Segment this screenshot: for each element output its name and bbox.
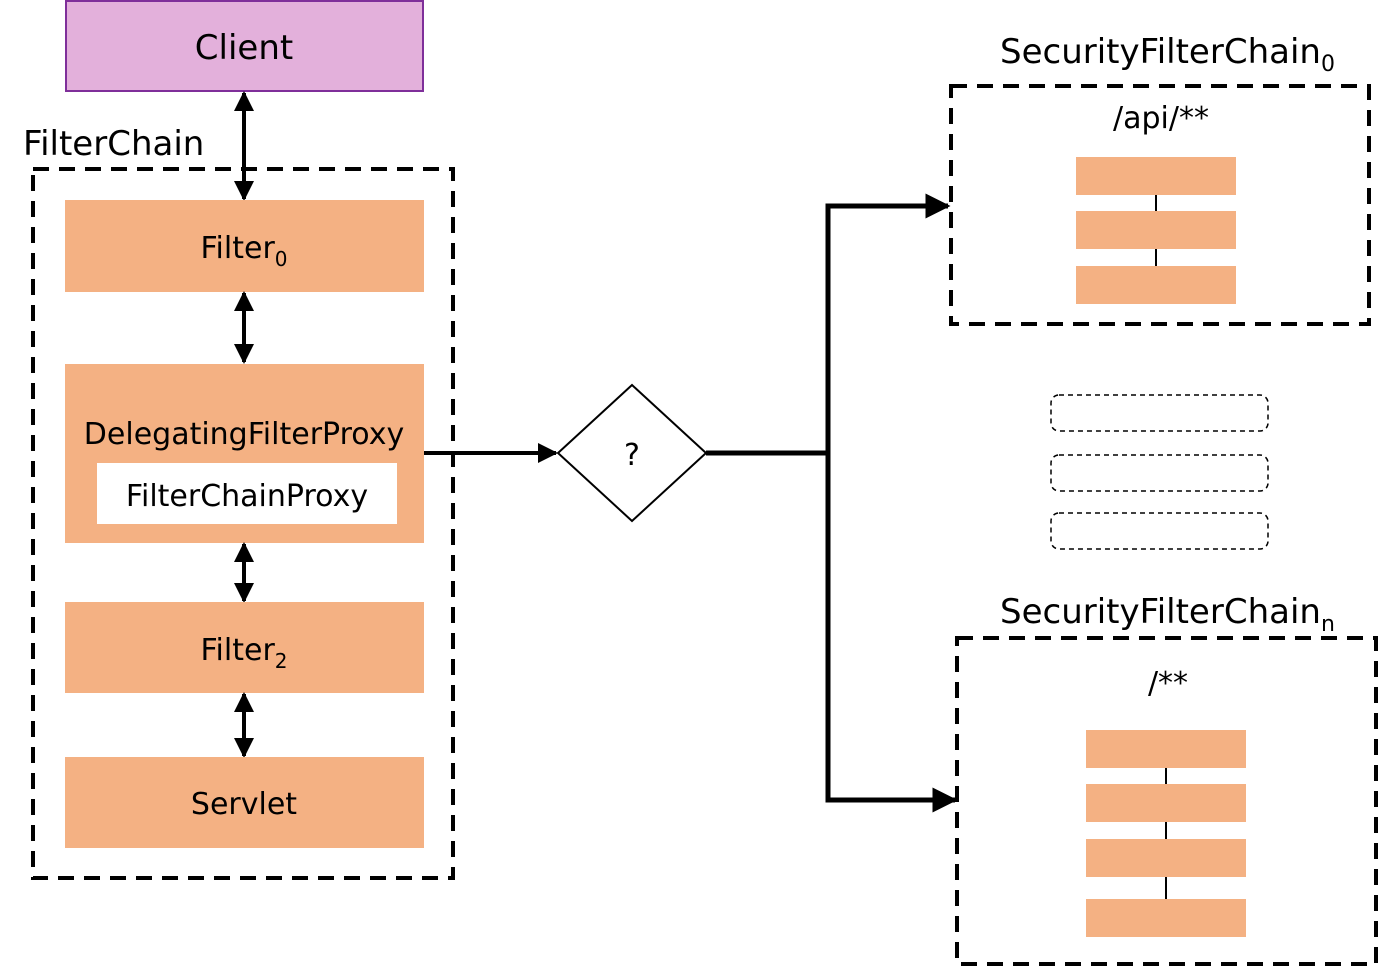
filter-2-label: Filter2	[200, 633, 287, 673]
placeholder-chain	[1050, 512, 1269, 550]
security-chain-0-container	[949, 84, 1371, 326]
security-chain-n-filter	[1086, 730, 1246, 768]
filter-chain-title: FilterChain	[23, 124, 204, 164]
client-box	[65, 0, 424, 92]
filter-0-box	[65, 200, 424, 292]
placeholder-chain	[1050, 454, 1269, 492]
security-chain-n-subscript: n	[1321, 612, 1335, 637]
branch-to-chain-n-arrow	[825, 453, 958, 813]
filter-chain-proxy-label: FilterChainProxy	[126, 479, 368, 514]
client-label: Client	[195, 28, 293, 68]
security-chain-n-filter	[1086, 784, 1246, 822]
filter-chain-container	[31, 167, 455, 880]
decision-label: ?	[624, 438, 640, 473]
security-chain-0-filter	[1076, 157, 1236, 195]
servlet-box	[65, 757, 424, 848]
security-chain-n-pattern: /**	[1148, 666, 1188, 701]
security-chain-0-pattern: /api/**	[1113, 101, 1209, 136]
security-chain-0-title: SecurityFilterChain0	[1000, 32, 1335, 77]
security-chain-n-container	[955, 636, 1378, 966]
delegating-filter-proxy-label: DelegatingFilterProxy	[84, 417, 404, 452]
branch-to-chain-0-arrow	[825, 193, 951, 453]
filter-2-box	[65, 602, 424, 693]
servlet-label: Servlet	[191, 787, 297, 822]
filter-2-subscript: 2	[275, 649, 288, 673]
security-chain-n-title: SecurityFilterChainn	[1000, 592, 1335, 637]
decision-diamond	[556, 383, 708, 523]
placeholder-chain	[1050, 394, 1269, 432]
security-chain-0-subscript: 0	[1321, 52, 1335, 77]
filter-0-label: Filter0	[200, 231, 287, 271]
security-chain-0-filter	[1076, 266, 1236, 304]
security-chain-n-filter	[1086, 839, 1246, 877]
security-chain-0-filter	[1076, 211, 1236, 249]
security-chain-n-filter	[1086, 899, 1246, 937]
filter-chain-proxy-box	[97, 463, 397, 524]
filter-0-subscript: 0	[275, 247, 288, 271]
